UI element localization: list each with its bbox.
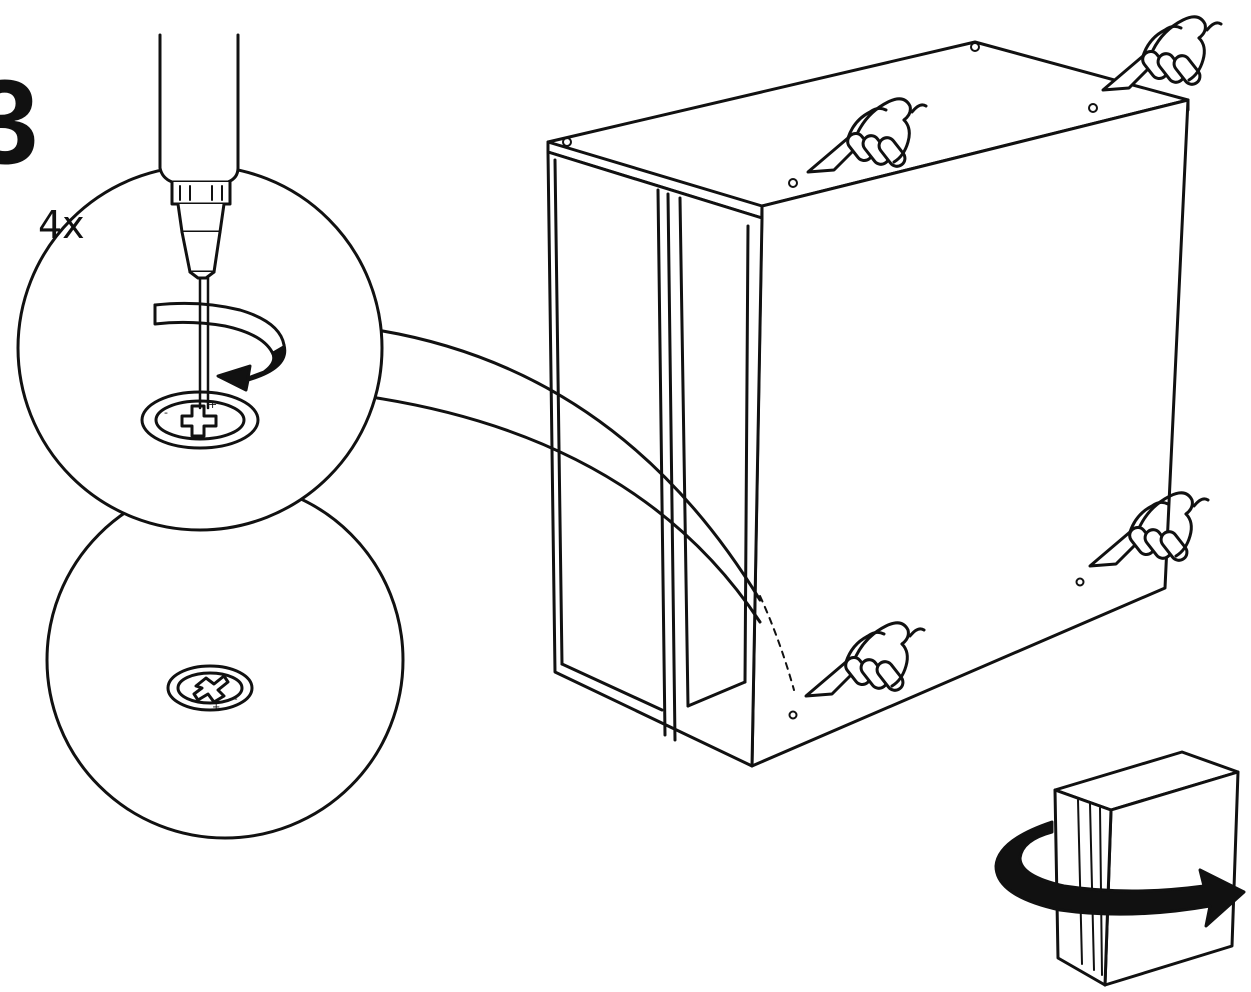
rotate-cabinet-hint	[994, 750, 1246, 987]
svg-text:+: +	[208, 398, 217, 411]
pointing-hand-icon	[1101, 15, 1223, 92]
cam-holes	[562, 42, 1098, 720]
rotate-arrow-icon	[153, 301, 287, 392]
cam-lock-icon: - +	[166, 664, 254, 713]
svg-text:-: -	[164, 406, 168, 419]
step-number: 3	[0, 55, 39, 189]
cam-lock-icon: - +	[140, 390, 260, 450]
callout-connector	[375, 328, 762, 624]
svg-text:-: -	[234, 694, 238, 705]
detail-circle-locked: - +	[45, 480, 405, 840]
quantity-label: 4x	[38, 203, 85, 247]
rotate-arrow-icon	[994, 820, 1246, 928]
svg-text:+: +	[212, 702, 220, 713]
screwdriver-icon	[158, 33, 240, 410]
cabinet-illustration	[546, 40, 1190, 768]
